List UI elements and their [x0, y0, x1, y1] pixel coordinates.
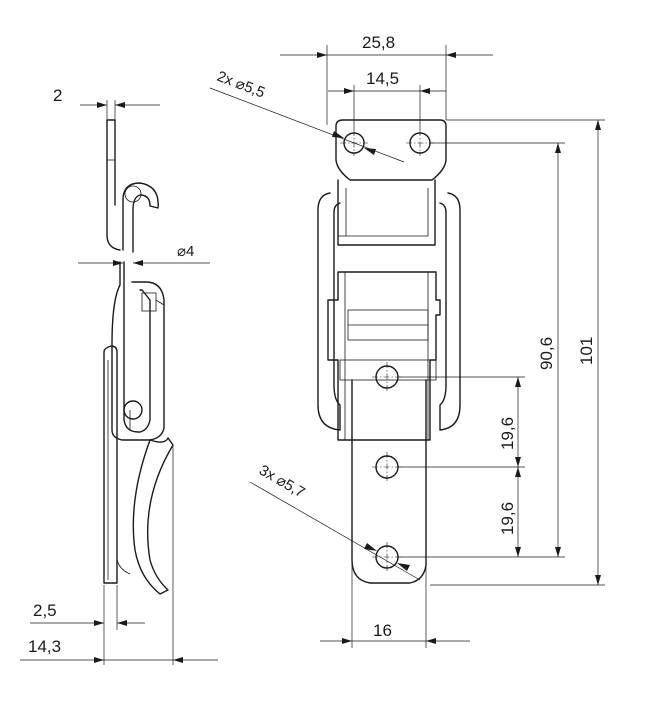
dim-pin-diameter-label: ⌀4 — [177, 243, 194, 260]
front-view — [209, 45, 605, 648]
dim-90-6-label: 90,6 — [537, 337, 556, 370]
dim-19-6-lower-label: 19,6 — [498, 502, 517, 535]
side-view — [20, 100, 218, 665]
dim-25-8-label: 25,8 — [362, 33, 395, 52]
dim-16-label: 16 — [373, 621, 392, 640]
dim-bottom-holes-label: 3x ⌀5,7 — [256, 462, 308, 502]
dim-19-6-upper-label: 19,6 — [498, 417, 517, 450]
dim-thickness-label: 2 — [53, 86, 62, 105]
dim-top-holes-label: 2x ⌀5,5 — [215, 68, 268, 102]
dim-14-3-label: 14,3 — [28, 637, 61, 656]
dim-2-5-label: 2,5 — [33, 601, 57, 620]
dim-101-label: 101 — [577, 337, 596, 365]
dim-14-5-label: 14,5 — [366, 69, 399, 88]
